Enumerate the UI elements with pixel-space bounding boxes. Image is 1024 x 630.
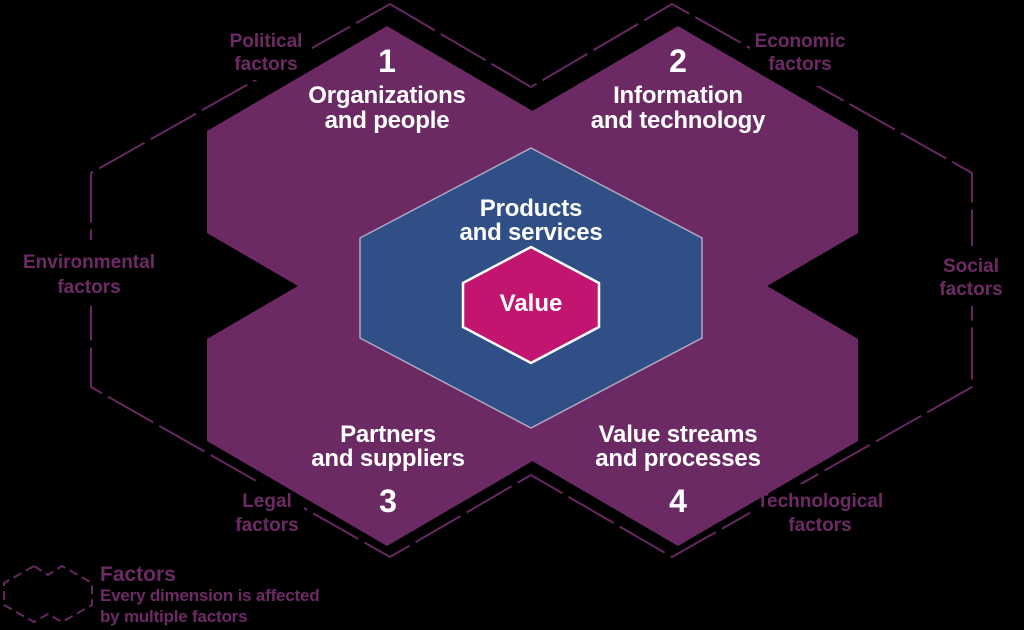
dimension-4-number: 4 [669,483,687,519]
outline-label-masks [18,24,1012,542]
social-line2: factors [939,279,1002,300]
dimension-1-label: 1 Organizations and people [308,43,466,134]
economic-factors-label: Economic factors [755,31,846,75]
environmental-factors-label: Environmental factors [23,252,155,298]
value-hexagon [461,245,601,365]
dimension-1-number: 1 [378,43,396,79]
environmental-label-mask [18,240,160,306]
technological-label-mask [750,484,892,542]
dimension-3-title-line2: and suppliers [311,445,464,472]
economic-line2: factors [768,54,831,75]
dimension-1-title-line2: and people [325,107,450,134]
factors-legend-icon [3,564,93,624]
factors-legend-line2: by multiple factors [100,607,247,626]
technological-line2: factors [788,515,851,536]
economic-line1: Economic [755,31,846,52]
dimension-2-title-line1: Information [613,82,743,109]
technological-factors-label: Technological factors [757,491,883,536]
political-label-mask [222,24,312,80]
political-line1: Political [230,31,303,52]
dimension-3-title-line1: Partners [340,421,436,448]
dimension-3-number: 3 [379,483,397,519]
dimension-4-label: Value streams and processes 4 [595,421,761,519]
legal-line2: factors [235,515,298,536]
products-services-line2: and services [459,219,602,246]
products-services-label: Products and services Value [459,195,602,317]
products-services-line1: Products [480,195,582,222]
economic-label-mask [750,24,854,86]
factors-legend-title: Factors [100,563,176,586]
factors-legend-line1: Every dimension is affected [100,586,319,605]
social-line1: Social [943,256,999,277]
environmental-line1: Environmental [23,252,155,273]
social-label-mask [930,246,1012,306]
social-factors-label: Social factors [939,256,1002,300]
dimension-4-title-line1: Value streams [599,421,758,448]
legal-factors-label: Legal factors [235,491,298,536]
dimension-2-number: 2 [669,43,687,79]
legal-line1: Legal [242,491,292,512]
dimension-3-label: Partners and suppliers 3 [311,421,465,519]
dimension-1-title-line1: Organizations [308,82,465,109]
factors-outline [90,2,973,559]
political-line2: factors [234,54,297,75]
factor-labels: Political factors Economic factors Envir… [23,31,1003,536]
dimension-2-label: 2 Information and technology [591,43,767,134]
factors-legend: Factors Every dimension is affected by m… [3,563,320,626]
dimension-4-title-line2: and processes [595,445,760,472]
environmental-line2: factors [57,277,120,298]
technological-line1: Technological [757,491,883,512]
legal-label-mask [232,484,304,542]
value-label: Value [500,290,563,317]
dimension-2-title-line2: and technology [591,107,766,134]
political-factors-label: Political factors [230,31,303,75]
